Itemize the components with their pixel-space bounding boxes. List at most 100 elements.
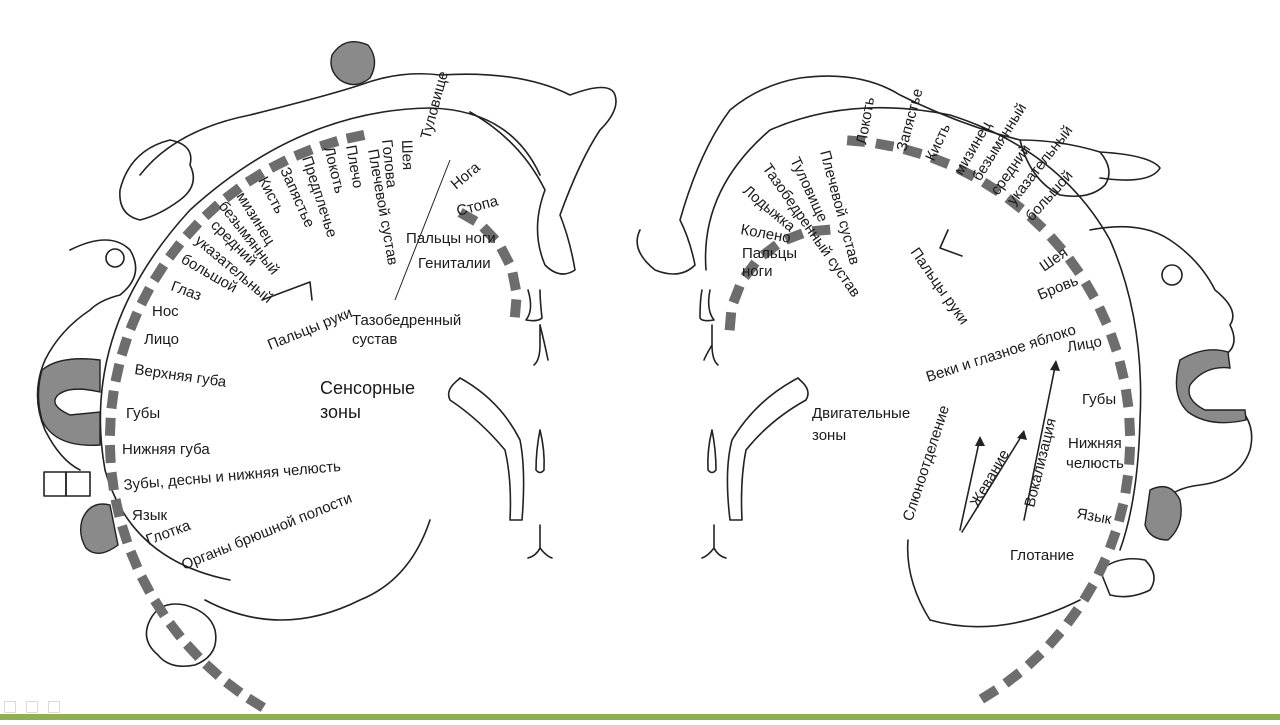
sensory-label-leg: Нога [448, 159, 484, 193]
motor-segment [1064, 255, 1084, 277]
motor-segment [1124, 417, 1136, 437]
sensory-segment [202, 660, 223, 680]
sensory-segment [136, 285, 155, 307]
center-fissure-right-mid [703, 324, 719, 366]
motor-leg-segment [724, 311, 737, 331]
sensory-segment [222, 183, 243, 203]
sensory-segment [244, 168, 266, 187]
arrow-icon[interactable] [4, 701, 16, 713]
motor-label-wrist: Запястье [893, 87, 926, 153]
sensory-hip-line1: Тазобедренный [352, 312, 461, 329]
sensory-label-eye: Глаз [169, 278, 204, 305]
motor-eye [1161, 264, 1183, 286]
sensory-face [36, 239, 137, 471]
sensory-label-nose: Нос [152, 303, 179, 320]
motor-fingers-bracket [939, 229, 963, 257]
motor-label-neck: Шея [1037, 244, 1072, 275]
sensory-segment [126, 549, 143, 571]
motor-label-face: Лицо [1066, 333, 1103, 356]
sensory-fingers-group: Пальцы руки [265, 304, 355, 353]
motor-segment [980, 177, 1002, 197]
sensory-segment [183, 641, 203, 661]
sensory-segment [223, 678, 244, 697]
sensory-figure-head [330, 41, 376, 86]
sensory-segment [104, 417, 116, 437]
motor-leg-segment [740, 259, 760, 280]
sensory-segments [104, 130, 522, 712]
sensory-segment [165, 620, 185, 641]
sensory-label-teeth: Зубы, десны и нижняя челюсть [123, 458, 342, 494]
motor-label-swallowing: Глотание [1010, 547, 1074, 564]
motor-segment [1063, 606, 1083, 627]
motor-segment [1114, 502, 1129, 523]
center-small-right [707, 429, 717, 474]
motor-label-tongue: Язык [1075, 505, 1113, 528]
sensory-label-upper-lip: Верхняя губа [133, 361, 228, 391]
sensory-labels: Глотка Язык Зубы, десны и нижняя челюсть… [122, 69, 501, 573]
menu-icon[interactable] [48, 701, 60, 713]
sensory-segment [117, 524, 133, 545]
sensory-segment [106, 390, 119, 410]
center-fissure-left-mid [533, 324, 541, 366]
sensory-segment [245, 693, 266, 712]
motor-segment [1026, 212, 1047, 233]
motor-segment [929, 152, 951, 169]
sensory-title-line2: зоны [320, 402, 361, 422]
sensory-segment [268, 155, 289, 173]
center-ventricle-left [447, 377, 525, 521]
motor-title-line1: Двигательные [812, 405, 910, 422]
motor-segment [955, 164, 977, 182]
sensory-segment [104, 444, 116, 464]
sensory-label-toes: Пальцы ноги [406, 230, 496, 247]
motor-segment [1120, 474, 1133, 494]
motor-arrowhead-1 [975, 436, 985, 446]
motor-segment [978, 685, 1000, 704]
sensory-label-trunk: Туловище [417, 69, 451, 141]
motor-segment [1080, 279, 1099, 301]
motor-arrow-label-chewing: Жевание [967, 447, 1013, 510]
motor-lower-outline [906, 539, 1081, 628]
motor-arrow-label-vocalization: Вокализация [1021, 417, 1060, 509]
motor-segment [1024, 649, 1045, 670]
sensory-tooth-1 [43, 471, 67, 497]
motor-leg-segment [784, 228, 805, 245]
sensory-segment [125, 310, 142, 332]
motor-labels: Пальцы ноги Колено Лодыжка Тазобедренный… [739, 87, 1124, 564]
center-fissure-left-top [525, 289, 543, 322]
motor-segment [1105, 529, 1121, 551]
sensory-lower-outline [204, 519, 431, 621]
motor-segment [1079, 582, 1098, 603]
sensory-upper-lip [37, 358, 101, 446]
center-stem-left [527, 524, 553, 559]
sensory-segment [201, 200, 222, 221]
motor-label-toes-1: Пальцы [742, 245, 797, 262]
motor-leg-segment [759, 240, 780, 260]
motor-label-brow: Бровь [1035, 272, 1081, 304]
motor-leg-segment [811, 224, 831, 237]
pen-icon[interactable] [26, 701, 38, 713]
motor-arrowhead-2 [1017, 430, 1027, 440]
motor-cortex-outline [704, 106, 1142, 551]
sensory-label-tongue: Язык [132, 507, 167, 524]
motor-label-hand: Кисть [922, 121, 954, 164]
motor-label-jaw-2: челюсть [1066, 455, 1124, 472]
sensory-leg-segment [509, 298, 522, 318]
motor-mouth [1175, 349, 1247, 424]
sensory-segment [293, 144, 314, 161]
sensory-leg-segment [479, 223, 500, 244]
sensory-label-foot: Стопа [455, 192, 501, 220]
sensory-label-abdominal: Органы брюшной полости [179, 490, 354, 574]
sensory-label-genitals: Гениталии [418, 255, 491, 272]
slide-toolbar [4, 700, 94, 714]
motor-label-eyelids: Веки и глазное яблоко [924, 321, 1078, 386]
sensory-fingers-bracket [261, 281, 313, 301]
sensory-abdominal-organs [145, 603, 217, 668]
motor-hand [1019, 139, 1110, 198]
sensory-body-figure [139, 73, 617, 275]
motor-title-line2: зоны [812, 427, 846, 444]
motor-arrow-vocalization [1023, 361, 1057, 521]
sensory-hip-pointer [394, 159, 451, 301]
motor-tongue [1144, 486, 1182, 541]
